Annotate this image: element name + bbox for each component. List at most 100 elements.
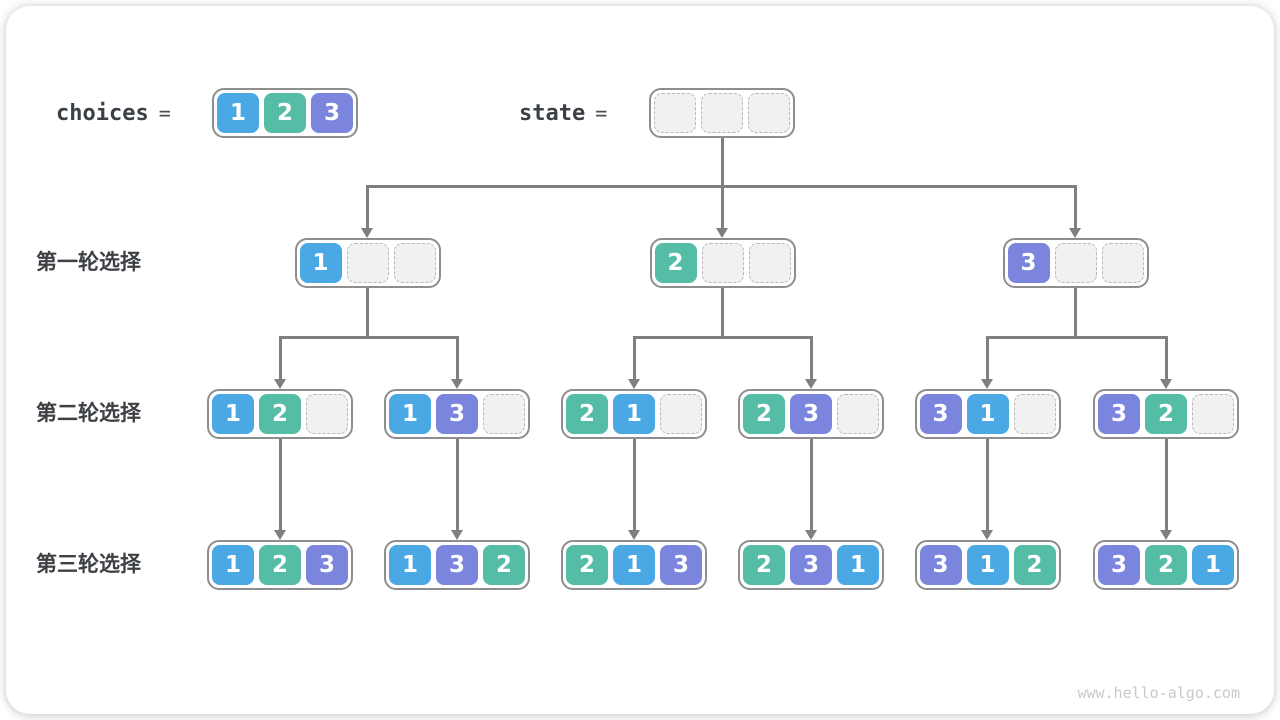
connector-line: [809, 439, 813, 531]
arrowhead-icon: [450, 530, 463, 540]
watermark: www.hello-algo.com: [1077, 684, 1240, 702]
empty-slot: [1013, 394, 1056, 434]
value-cell: 1: [389, 394, 431, 434]
value-cell: 1: [299, 243, 342, 283]
choices-label: choices=: [56, 88, 171, 138]
connector-line: [986, 337, 989, 380]
value-cell: 1: [217, 93, 259, 133]
arrowhead-icon: [1159, 530, 1172, 540]
connector-line: [366, 288, 369, 339]
connector-line: [366, 186, 369, 229]
value-cell: 1: [613, 545, 655, 585]
connector-line: [809, 337, 813, 380]
equals-sign: =: [158, 101, 171, 125]
value-cell: 2: [1145, 545, 1187, 585]
connector-line: [632, 337, 636, 380]
connector-line: [455, 439, 459, 531]
empty-slot: [660, 394, 702, 434]
value-cell: 2: [654, 243, 697, 283]
connector-line: [1074, 186, 1077, 229]
empty-slot: [346, 243, 389, 283]
empty-slot: [654, 93, 696, 133]
value-cell: 2: [483, 545, 525, 585]
value-cell: 3: [919, 394, 962, 434]
connector-line: [278, 439, 282, 531]
level1-node-2: 3: [1002, 238, 1149, 288]
value-cell: 2: [566, 545, 608, 585]
arrowhead-icon: [1069, 228, 1081, 238]
connector-line: [455, 337, 459, 380]
state-root-node: [649, 88, 795, 138]
value-cell: 3: [436, 545, 478, 585]
value-cell: 3: [306, 545, 348, 585]
arrowhead-icon: [273, 379, 286, 389]
connector-line: [366, 185, 1077, 188]
level1-node-0: 1: [294, 238, 441, 288]
value-cell: 3: [1098, 545, 1140, 585]
value-cell: 2: [1013, 545, 1056, 585]
connector-line: [278, 336, 459, 339]
arrowhead-icon: [981, 379, 993, 389]
empty-slot: [1054, 243, 1097, 283]
value-cell: 3: [790, 545, 832, 585]
empty-slot: [701, 93, 743, 133]
value-cell: 3: [436, 394, 478, 434]
value-cell: 2: [743, 394, 785, 434]
arrowhead-icon: [804, 530, 817, 540]
value-cell: 3: [660, 545, 702, 585]
connector-line: [721, 288, 724, 339]
value-cell: 2: [259, 394, 301, 434]
empty-slot: [748, 243, 791, 283]
connector-line: [1164, 337, 1168, 380]
state-label-text: state: [519, 101, 586, 126]
connector-line: [986, 336, 1168, 339]
arrowhead-icon: [981, 530, 993, 540]
arrowhead-icon: [627, 530, 640, 540]
empty-slot: [701, 243, 744, 283]
connector-line: [278, 337, 282, 380]
arrowhead-icon: [273, 530, 286, 540]
value-cell: 1: [966, 545, 1009, 585]
level1-node-1: 2: [649, 238, 796, 288]
empty-slot: [393, 243, 436, 283]
value-cell: 1: [966, 394, 1009, 434]
connector-line: [632, 336, 813, 339]
value-cell: 3: [790, 394, 832, 434]
empty-slot: [483, 394, 525, 434]
arrowhead-icon: [804, 379, 817, 389]
value-cell: 3: [311, 93, 353, 133]
arrowhead-icon: [450, 379, 463, 389]
empty-slot: [837, 394, 879, 434]
value-cell: 1: [613, 394, 655, 434]
value-cell: 1: [1192, 545, 1234, 585]
round-3-label: 第三轮选择: [36, 553, 141, 576]
value-cell: 3: [1098, 394, 1140, 434]
value-cell: 3: [1007, 243, 1050, 283]
value-cell: 1: [212, 545, 254, 585]
connector-line: [986, 439, 989, 531]
value-cell: 2: [264, 93, 306, 133]
arrowhead-icon: [627, 379, 640, 389]
empty-slot: [748, 93, 790, 133]
connector-line: [721, 138, 724, 229]
value-cell: 1: [389, 545, 431, 585]
value-cell: 1: [212, 394, 254, 434]
connector-line: [632, 439, 636, 531]
arrowhead-icon: [716, 228, 728, 238]
empty-slot: [1101, 243, 1144, 283]
round-1-label: 第一轮选择: [36, 251, 141, 274]
equals-sign: =: [595, 101, 608, 125]
